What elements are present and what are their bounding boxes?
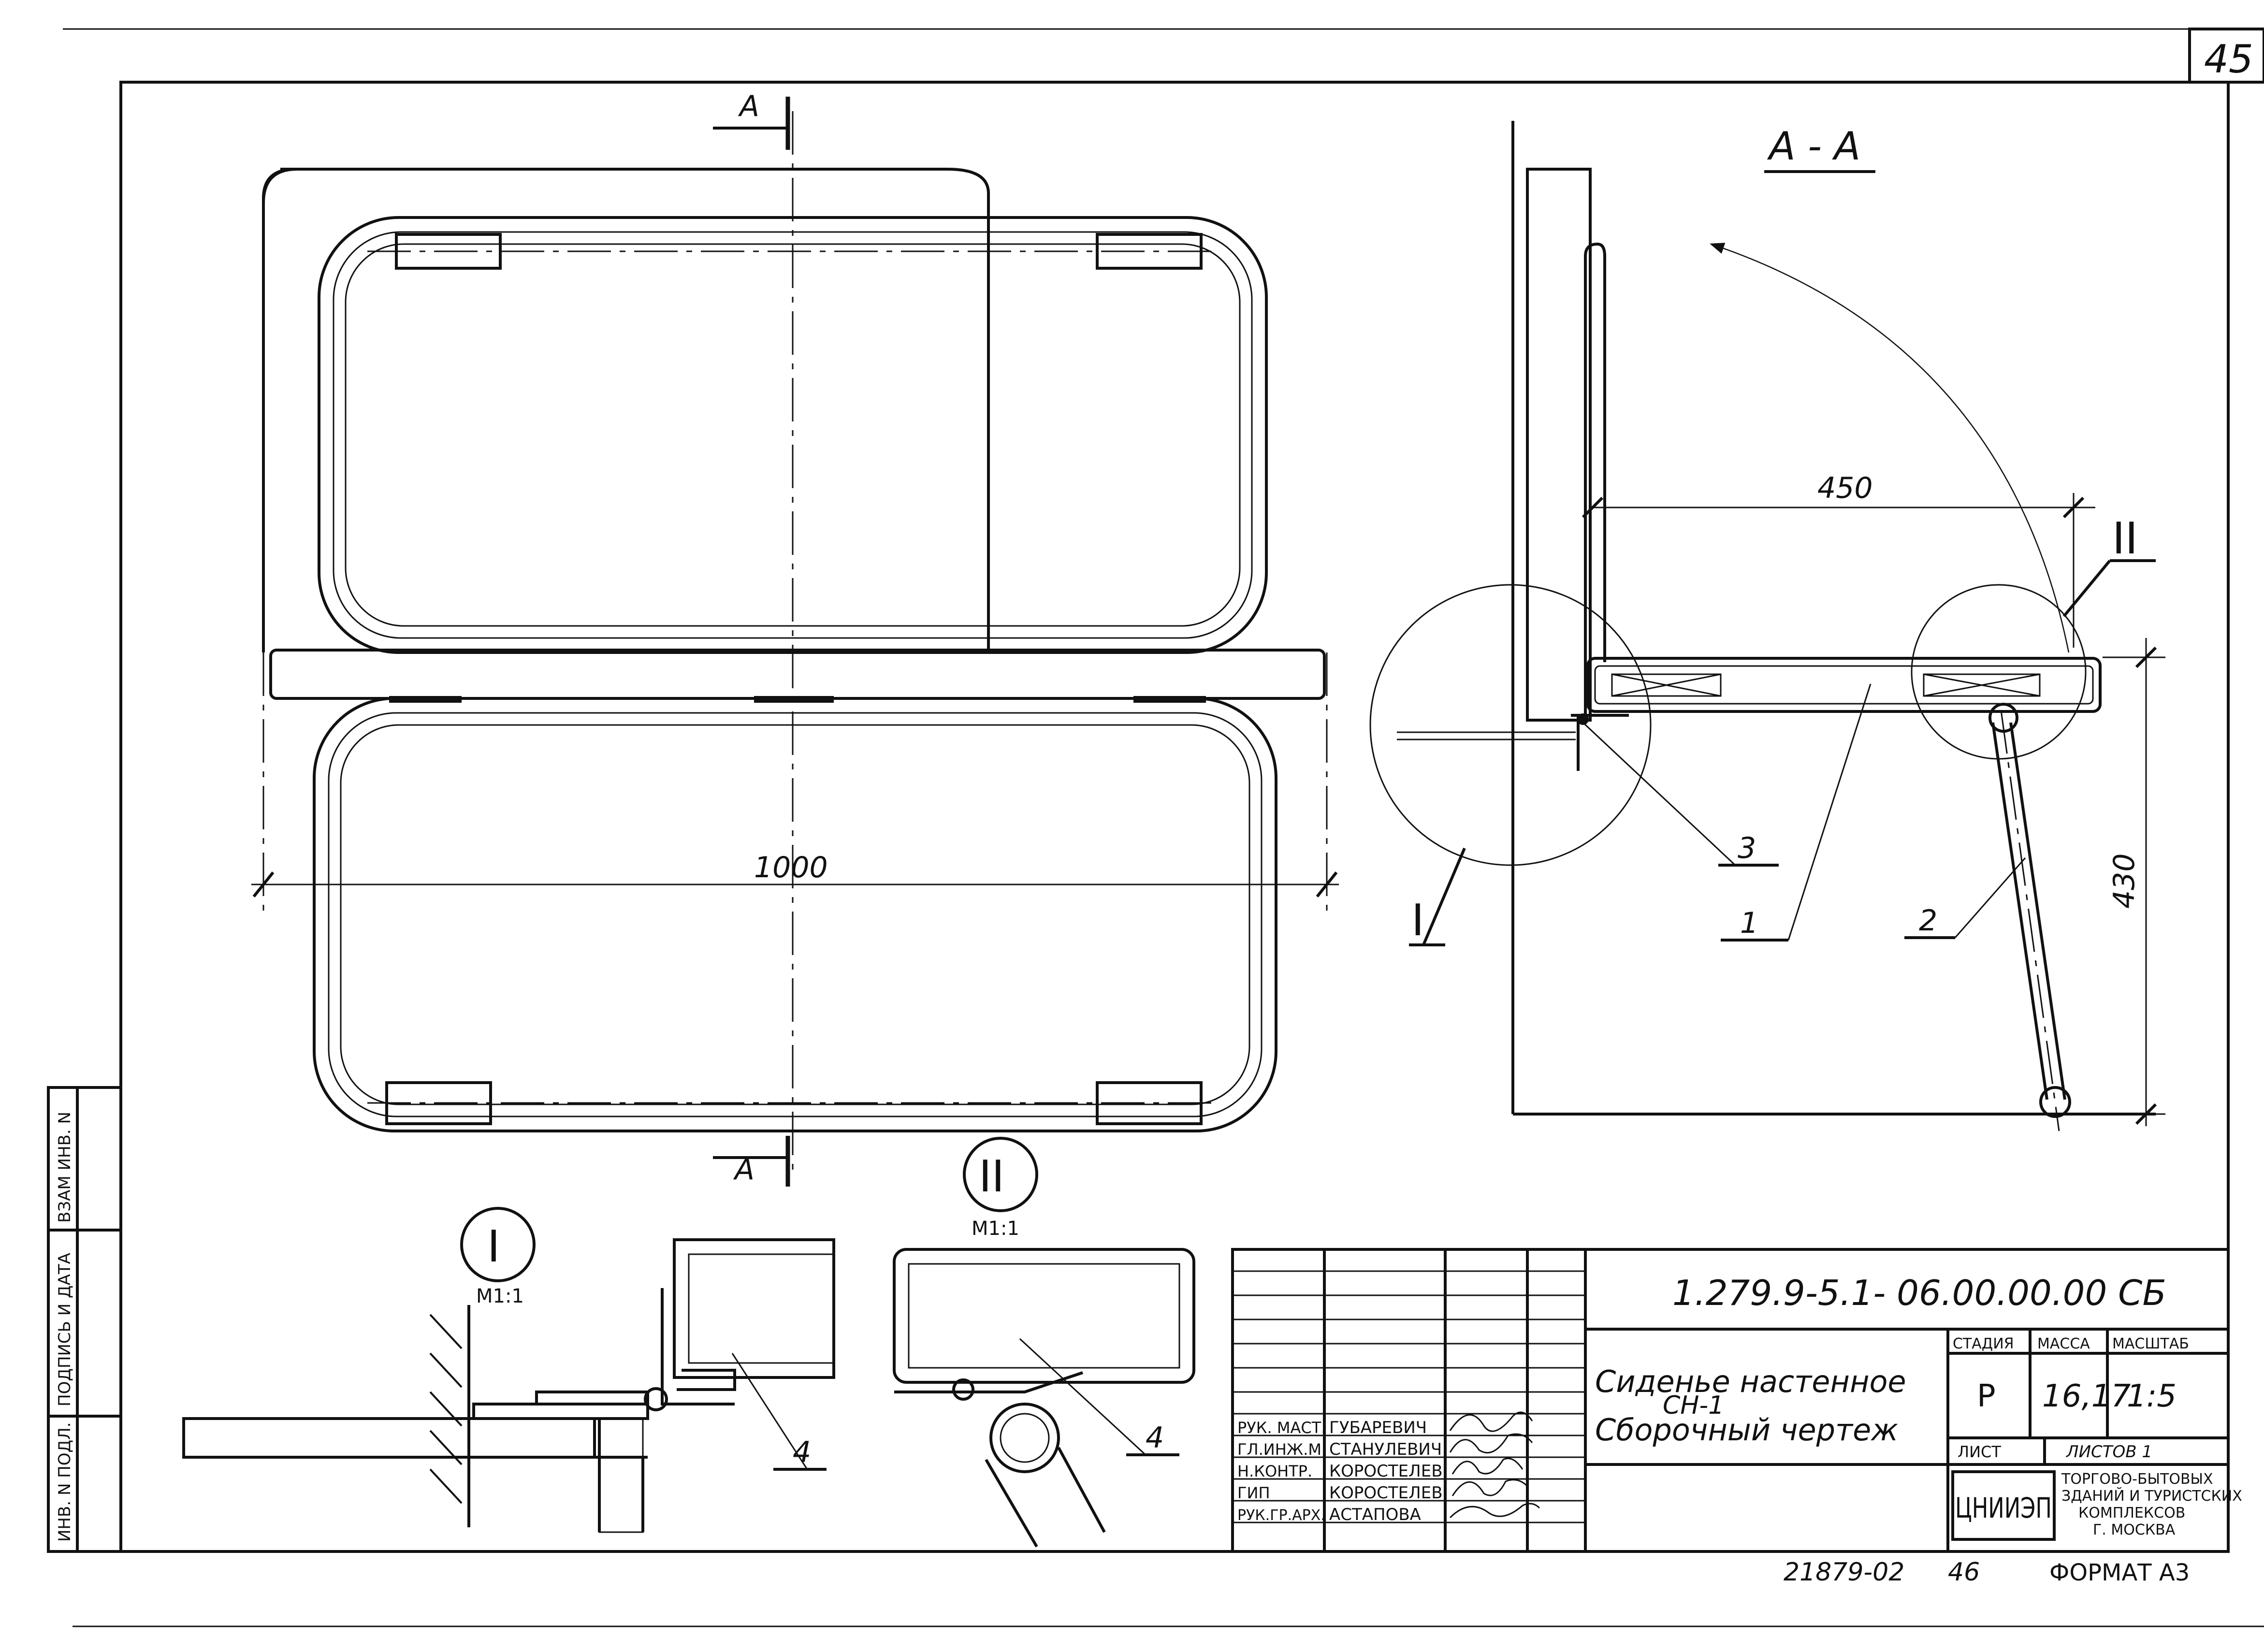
detail-2-part-4: 4 [1146,1421,1164,1455]
section-view: А - А 450 [1369,121,2165,1131]
detail-1-part-4: 4 [793,1435,811,1469]
product-name-3: Сборочный чертеж [1595,1412,1898,1448]
callout-2-label: II [2112,513,2138,564]
section-cut-top: А [738,89,759,123]
title-block: РУК. МАСТ. ГУБАРЕВИЧ ГЛ.ИНЖ.М. СТАНУЛЕВИ… [1231,1248,2242,1553]
plan-view: 1000 А А [251,89,1339,1187]
scale-value: 1:5 [2127,1378,2177,1414]
section-title: А - А [1767,124,1860,169]
detail-1: I М1:1 4 [182,1207,835,1533]
detail-2-number: II [979,1151,1004,1202]
dim-height-label: 430 [2107,853,2141,909]
org-line-3: КОМПЛЕКСОВ [2078,1505,2185,1522]
org-logo: ЦНИИЭП [1951,1470,2056,1541]
part-2-label: 2 [1919,904,1937,938]
sheet-label: ЛИСТ [1958,1443,2001,1461]
designation: 1.279.9-5.1- 06.00.00.00 СБ [1672,1273,2166,1313]
callout-1-label: I [1411,895,1424,946]
name-4: КОРОСТЕЛЕВ [1329,1483,1443,1503]
role-3: Н.КОНТР. [1237,1462,1312,1480]
stamp-replace-inv: ВЗАМ ИНВ. N [55,1112,74,1223]
mass-value: 16,17 [2042,1378,2131,1414]
product-name-1: Сиденье настенное [1595,1364,1906,1399]
side-stamp: ИНВ. N ПОДЛ. ПОДПИСЬ И ДАТА ВЗАМ ИНВ. N [47,1086,122,1553]
page-number: 45 [2204,37,2253,82]
section-cut-bottom: А [733,1153,755,1187]
inventory-code: 21879-02 [1784,1558,1904,1587]
dim-depth-label: 450 [1817,471,1873,505]
name-3: КОРОСТЕЛЕВ [1329,1462,1443,1481]
org-line-4: Г. МОСКВА [2093,1522,2176,1538]
format-label: ФОРМАТ А3 [2049,1559,2190,1586]
sheets-label: ЛИСТОВ 1 [2065,1442,2152,1462]
inventory-footer: 21879-02 46 ФОРМАТ А3 [1784,1558,2190,1587]
stage-header: СТАДИЯ [1953,1335,2014,1352]
dim-width-label: 1000 [754,851,828,884]
inventory-sheet: 46 [1948,1558,1980,1587]
stamp-sign-date: ПОДПИСЬ И ДАТА [55,1253,74,1406]
org-line-1: ТОРГОВО-БЫТОВЫХ [2061,1471,2213,1488]
org-line-2: ЗДАНИЙ И ТУРИСТСКИХ [2061,1487,2242,1505]
org-logo-text: ЦНИИЭП [1955,1492,2052,1524]
scale-header: МАСШТАБ [2112,1335,2189,1352]
detail-1-scale: М1:1 [476,1285,524,1307]
role-2: ГЛ.ИНЖ.М. [1237,1440,1326,1459]
signatures [1449,1411,1540,1519]
name-1: ГУБАРЕВИЧ [1329,1418,1427,1437]
detail-1-number: I [487,1221,500,1272]
name-2: СТАНУЛЕВИЧ [1329,1440,1442,1459]
part-3-label: 3 [1738,831,1756,865]
name-5: АСТАПОВА [1329,1505,1421,1524]
detail-2-scale: М1:1 [972,1217,1019,1240]
part-1-label: 1 [1740,906,1758,940]
detail-2: II М1:1 4 [893,1137,1195,1548]
sheet-frame: 45 [63,28,2264,1627]
role-5: РУК.ГР.АРХ. [1237,1507,1325,1524]
mass-header: МАССА [2037,1335,2090,1352]
role-4: ГИП [1237,1484,1270,1502]
stamp-inv-orig: ИНВ. N ПОДЛ. [55,1422,74,1542]
product-name-2: СН-1 [1663,1391,1724,1420]
role-1: РУК. МАСТ. [1237,1419,1326,1437]
stage-value: Р [1977,1378,1996,1414]
